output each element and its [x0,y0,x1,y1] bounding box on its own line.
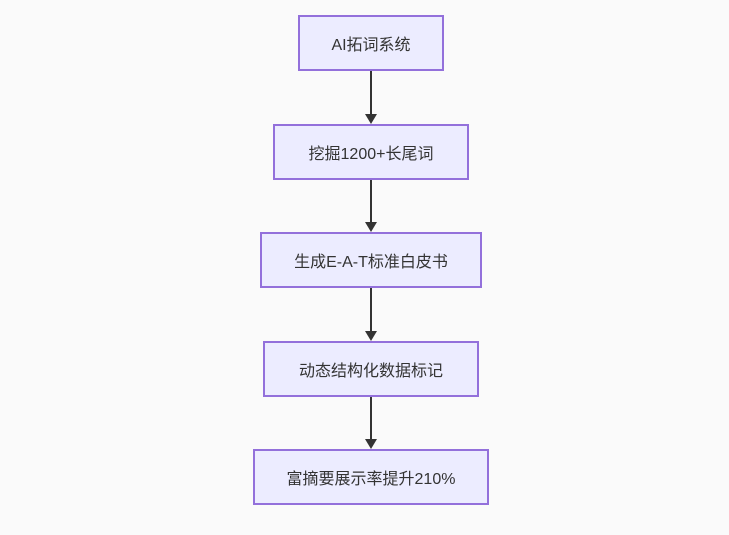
arrow-shaft [370,288,372,331]
arrowhead-down-icon [365,439,377,449]
flowchart-node-ai-expansion-system: AI拓词系统 [298,15,444,71]
arrowhead-down-icon [365,114,377,124]
node-label: 富摘要展示率提升210% [286,471,456,488]
arrowhead-down-icon [365,222,377,232]
flowchart-node-eat-whitepaper: 生成E-A-T标准白皮书 [260,232,482,288]
arrow-connector [365,288,377,341]
arrow-shaft [370,71,372,114]
arrow-connector [365,397,377,449]
arrowhead-down-icon [365,331,377,341]
flowchart-node-longtail-mining: 挖掘1200+长尾词 [273,124,469,180]
node-label: AI拓词系统 [331,37,411,54]
node-label: 挖掘1200+长尾词 [308,146,434,163]
arrow-shaft [370,180,372,222]
arrow-shaft [370,397,372,439]
flowchart-node-structured-data-markup: 动态结构化数据标记 [263,341,479,397]
arrow-connector [365,71,377,124]
node-label: 生成E-A-T标准白皮书 [294,254,448,271]
arrow-connector [365,180,377,232]
flowchart-node-rich-snippet-result: 富摘要展示率提升210% [253,449,489,505]
node-label: 动态结构化数据标记 [298,363,443,380]
